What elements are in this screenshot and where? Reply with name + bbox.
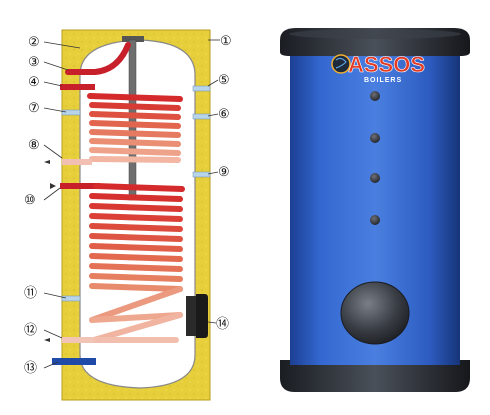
hot-water-outlet-pipe — [65, 42, 131, 75]
connection-port — [370, 215, 380, 225]
sensor-pocket-5 — [192, 85, 211, 92]
sensor-pocket-7 — [61, 109, 81, 116]
sensor-pocket-6 — [192, 113, 211, 120]
sensor-pocket-11 — [61, 295, 81, 302]
callout-7: ⑦ — [28, 101, 40, 116]
cold-water-inlet-pipe — [52, 358, 96, 365]
callout-1: ① — [220, 34, 232, 49]
connection-port — [370, 173, 380, 183]
brand-name: ASSOS — [348, 52, 425, 77]
callout-4: ④ — [28, 75, 40, 90]
upper-coil — [62, 93, 183, 165]
lower-coil — [62, 183, 185, 343]
callout-5: ⑤ — [218, 73, 230, 88]
callout-8: ⑧ — [28, 138, 40, 153]
callout-12: ⑫ — [24, 323, 37, 338]
sensor-pocket-9 — [192, 171, 211, 178]
callout-numbers: ② ③ ④ ⑦ ⑧ ⑩ ⑪ ⑫ ⑬ ① ⑤ ⑥ ⑨ ⑭ — [24, 34, 232, 376]
anode-rod — [128, 39, 137, 201]
brand-subname: BOILERS — [364, 77, 402, 84]
flange-cover — [340, 281, 410, 345]
recirculation-pipe — [60, 84, 95, 90]
callout-10: ⑩ — [24, 193, 36, 208]
arrow-out-icon — [44, 160, 50, 164]
arrow-in-icon — [50, 183, 56, 189]
brand-logo: ASSOS BOILERS — [331, 52, 425, 84]
callout-3: ③ — [28, 55, 40, 70]
callout-2: ② — [28, 35, 40, 50]
top-fitting — [122, 36, 144, 42]
callout-9: ⑨ — [218, 165, 230, 180]
connection-port — [370, 133, 380, 143]
lower-coil-inlet-pipe — [60, 183, 100, 189]
callout-14: ⑭ — [216, 317, 229, 332]
inspection-flange-plate — [186, 296, 196, 336]
callout-6: ⑥ — [218, 107, 230, 122]
inspection-flange — [196, 294, 208, 338]
boiler-product: ASSOS BOILERS — [280, 28, 470, 392]
callout-13: ⑬ — [24, 361, 37, 376]
arrow-out-icon — [44, 338, 50, 342]
connection-port — [370, 91, 380, 101]
bottom-cap — [280, 360, 470, 392]
leader-lines — [43, 39, 220, 369]
cutaway-diagram — [44, 29, 211, 401]
callout-11: ⑪ — [24, 286, 37, 301]
